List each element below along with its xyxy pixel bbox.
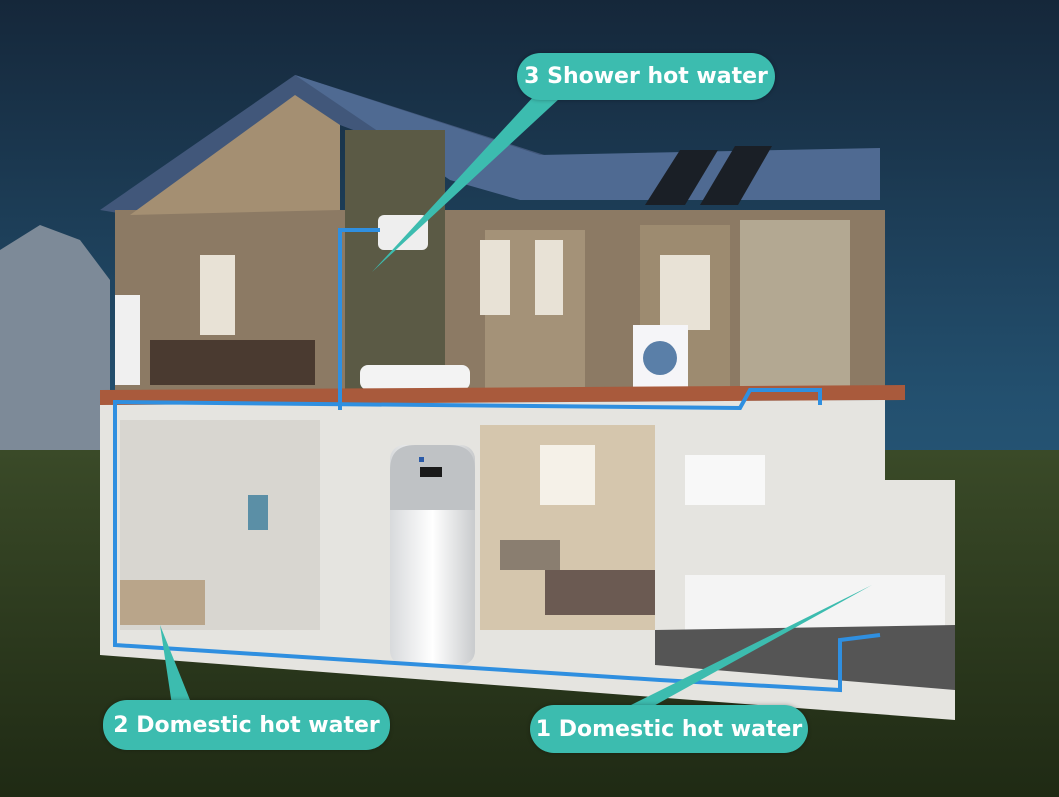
display-panel [420, 467, 442, 477]
pipe-shower [338, 228, 380, 410]
bathroom-wall [345, 130, 445, 390]
kitchen-counter [685, 575, 945, 635]
solar-panel [645, 150, 718, 205]
callout-label: Shower hot water [547, 64, 768, 89]
sofa [500, 540, 560, 570]
heat-pump-top [390, 445, 475, 510]
range-hood [685, 455, 765, 505]
solar-panel [700, 146, 772, 205]
logo-icon [419, 457, 424, 462]
bed [150, 340, 315, 385]
water-heater [378, 215, 428, 250]
pipe-ground [113, 400, 881, 693]
callout-number: 2 [113, 712, 129, 738]
pointer-2 [160, 625, 192, 705]
callout-number: 1 [535, 716, 552, 742]
callout-shower-hot-water: 3 Shower hot water [517, 53, 775, 100]
pipe-upper [114, 388, 822, 411]
callout-number: 3 [524, 64, 540, 89]
dining-table [545, 570, 655, 615]
callout-pointers [160, 95, 872, 708]
bathtub [360, 365, 470, 390]
callout-label: Domestic hot water [136, 712, 380, 738]
window [200, 255, 235, 335]
callout-domestic-hot-water-1: 1 Domestic hot water [530, 705, 808, 753]
cabinet [115, 295, 140, 385]
pointer-3 [372, 95, 560, 272]
callout-label: Domestic hot water [558, 716, 803, 742]
floor-slab [100, 385, 905, 405]
sink-cabinet [120, 580, 205, 625]
window [480, 240, 510, 315]
floor-tiles [655, 625, 955, 690]
attic-room [130, 95, 340, 215]
pointer-1 [625, 585, 872, 708]
wall-picture [248, 495, 268, 530]
washer-door [643, 341, 677, 375]
callout-domestic-hot-water-2: 2 Domestic hot water [103, 700, 390, 750]
window [535, 240, 563, 315]
window [660, 255, 710, 330]
mountain [0, 225, 110, 470]
upstairs-bathroom [740, 220, 850, 390]
hot-water-pipes [113, 228, 881, 693]
window [540, 445, 595, 505]
